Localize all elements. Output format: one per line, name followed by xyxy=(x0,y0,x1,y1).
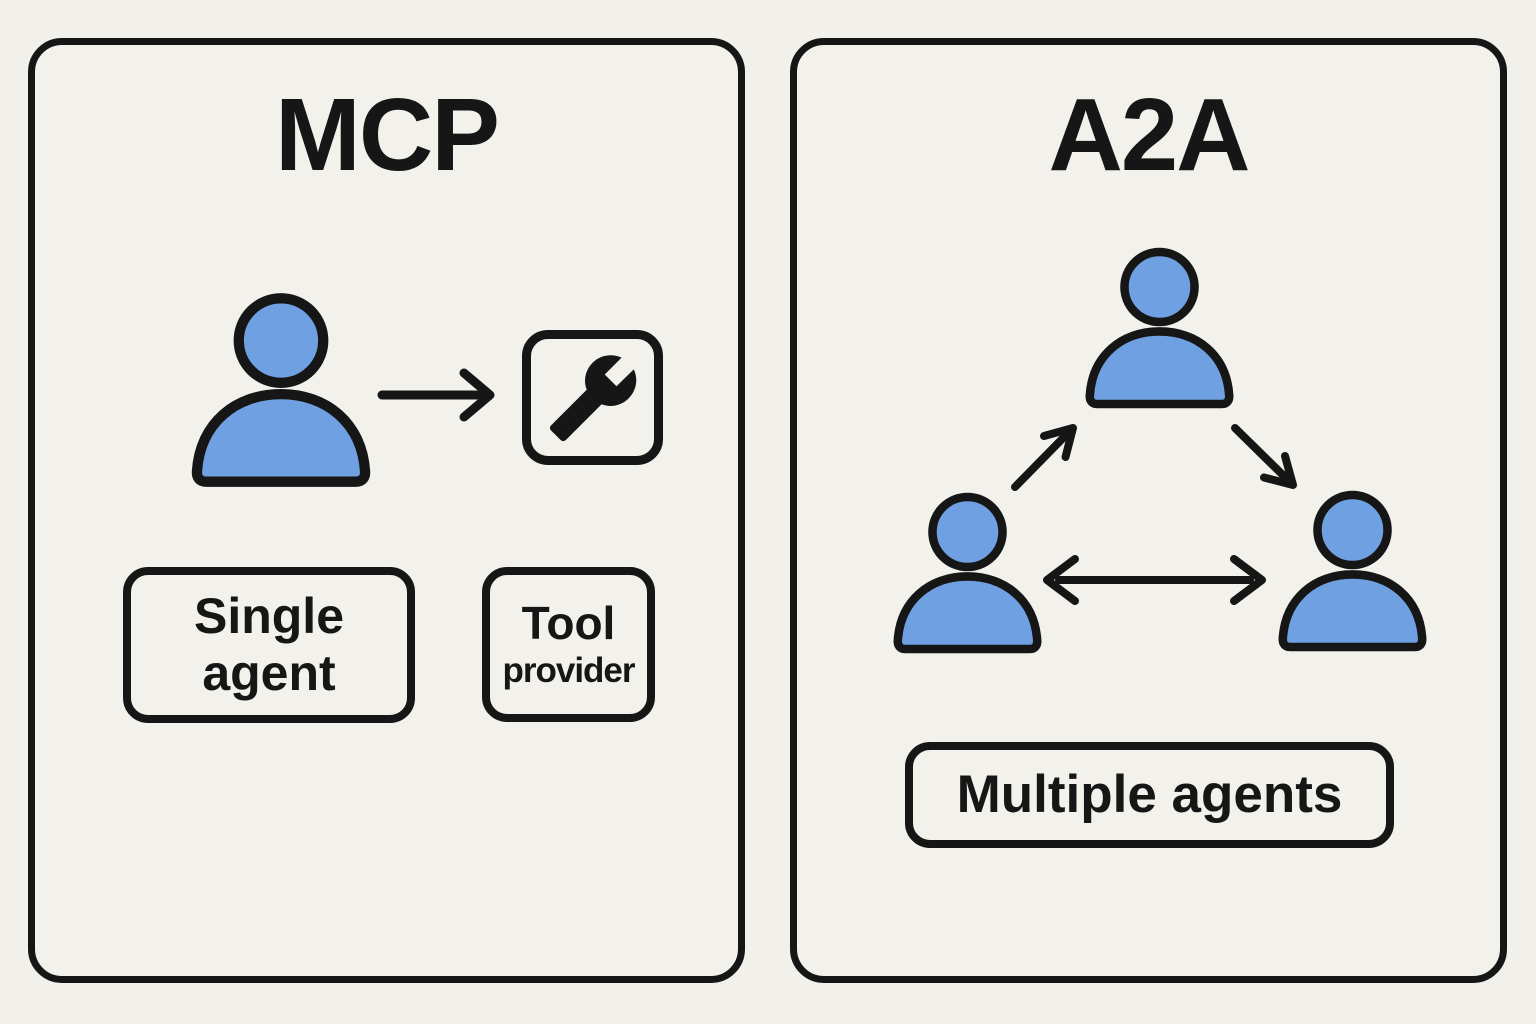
tool-provider-label-line1: Tool xyxy=(521,597,616,650)
single-agent-label-box: Single agent xyxy=(123,567,415,723)
single-agent-label-line2: agent xyxy=(202,645,336,701)
tool-provider-label-box: Tool provider xyxy=(482,567,655,722)
single-agent-label-line1: Single xyxy=(193,588,345,644)
mcp-title: MCP xyxy=(275,77,500,192)
tool-box xyxy=(522,330,663,465)
wrench-icon xyxy=(549,354,636,441)
person-icon xyxy=(178,291,384,489)
mcp-panel: MCP Single agent Tool provider xyxy=(28,38,745,983)
tool-provider-label-line2: provider xyxy=(502,650,635,690)
arrow-right-icon xyxy=(377,368,495,422)
arrow-down-right-icon xyxy=(1231,424,1297,489)
arrow-up-right-icon xyxy=(1011,424,1077,491)
multiple-agents-label: Multiple agents xyxy=(956,764,1343,824)
a2a-panel: A2A Multiple agents xyxy=(790,38,1507,983)
arrow-left-right-icon xyxy=(1043,555,1266,605)
a2a-title: A2A xyxy=(1048,77,1250,192)
multiple-agents-label-box: Multiple agents xyxy=(905,742,1394,848)
agent-connections xyxy=(1011,424,1297,605)
